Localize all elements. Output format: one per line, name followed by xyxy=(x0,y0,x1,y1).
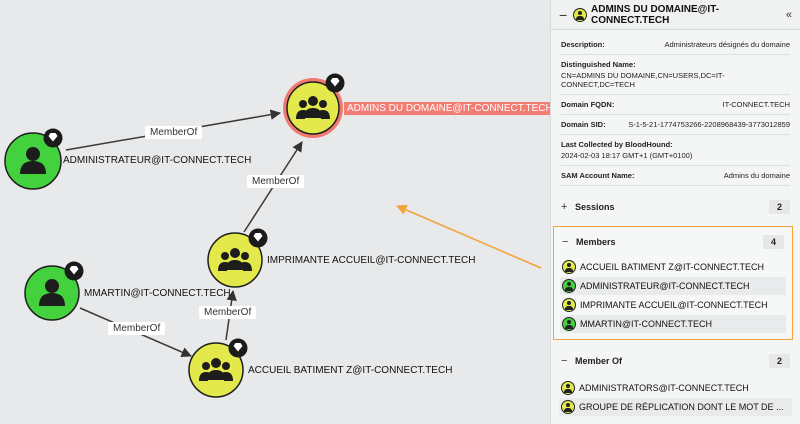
edge-label-memberof: MemberOf xyxy=(199,306,257,319)
prop-value: CN=ADMINS DU DOMAINE,CN=USERS,DC=IT-CONN… xyxy=(561,71,725,89)
list-item-label: IMPRIMANTE ACCUEIL@IT-CONNECT.TECH xyxy=(580,300,768,310)
expand-plus-icon[interactable]: + xyxy=(561,201,568,213)
prop-sam-account-name: SAM Account Name: Admins du domaine xyxy=(561,166,790,186)
edge-label-memberof: MemberOf xyxy=(145,126,203,139)
group-icon xyxy=(573,7,587,22)
node-label-admins: ADMINS DU DOMAINE@IT-CONNECT.TECH xyxy=(344,102,556,115)
members-section: − Members 4 ACCUEIL BATIMENT Z@IT-CONNEC… xyxy=(553,226,793,340)
group-icon xyxy=(561,381,575,395)
prop-value: IT-CONNECT.TECH xyxy=(722,100,791,109)
prop-key: Description: xyxy=(561,40,605,49)
list-item[interactable]: MMARTIN@IT-CONNECT.TECH xyxy=(560,315,786,333)
node-label-accueil: ACCUEIL BATIMENT Z@IT-CONNECT.TECH xyxy=(248,365,453,376)
list-item[interactable]: ADMINISTRATORS@IT-CONNECT.TECH xyxy=(559,379,792,397)
prop-description: Description: Administrateurs désignés du… xyxy=(561,30,790,55)
group-icon xyxy=(561,400,575,414)
user-icon xyxy=(562,279,576,293)
prop-value: 2024-02-03 18:17 GMT+1 (GMT+0100) xyxy=(561,151,693,160)
prop-key: SAM Account Name: xyxy=(561,171,635,180)
edge-label-memberof: MemberOf xyxy=(247,175,305,188)
section-sessions[interactable]: + Sessions 2 xyxy=(551,196,800,218)
properties-list: Description: Administrateurs désignés du… xyxy=(551,30,800,186)
collapse-minus-icon[interactable]: − xyxy=(559,6,568,23)
panel-title: ADMINS DU DOMAINE@IT-CONNECT.TECH xyxy=(591,3,720,26)
node-info-panel: − ADMINS DU DOMAINE@IT-CONNECT.TECH « De… xyxy=(550,0,800,424)
list-item-label: MMARTIN@IT-CONNECT.TECH xyxy=(580,319,712,329)
list-item[interactable]: IMPRIMANTE ACCUEIL@IT-CONNECT.TECH xyxy=(560,296,786,314)
list-item-label: ADMINISTRATORS@IT-CONNECT.TECH xyxy=(579,383,749,393)
prop-key: Last Collected by BloodHound: xyxy=(561,140,673,149)
list-item-label: GROUPE DE RÉPLICATION DONT LE MOT DE ... xyxy=(579,402,784,412)
prop-value: Admins du domaine xyxy=(723,171,790,180)
node-administrateur[interactable] xyxy=(4,128,63,190)
node-accueil-batiment-z[interactable] xyxy=(188,338,248,398)
prop-domain-sid: Domain SID: S-1-5-21-1774753266-22089684… xyxy=(561,115,790,135)
graph-svg xyxy=(4,73,542,398)
high-value-gem-icon xyxy=(64,261,84,281)
prop-domain-fqdn: Domain FQDN: IT-CONNECT.TECH xyxy=(561,95,790,115)
section-title: Members xyxy=(576,237,616,247)
prop-last-collected: Last Collected by BloodHound: 2024-02-03… xyxy=(561,135,790,166)
prop-value: Administrateurs désignés du domaine xyxy=(664,40,791,49)
collapse-minus-icon[interactable]: − xyxy=(562,236,569,248)
prop-key: Domain FQDN: xyxy=(561,100,615,109)
prop-distinguished-name: Distinguished Name: CN=ADMINS DU DOMAINE… xyxy=(561,55,790,95)
list-item-label: ADMINISTRATEUR@IT-CONNECT.TECH xyxy=(580,281,750,291)
list-item-label: ACCUEIL BATIMENT Z@IT-CONNECT.TECH xyxy=(580,262,764,272)
collapse-minus-icon[interactable]: − xyxy=(561,355,568,367)
prop-value: S-1-5-21-1774753266-2208968439-377301285… xyxy=(628,120,790,129)
group-icon xyxy=(562,260,576,274)
node-label-administrateur: ADMINISTRATEUR@IT-CONNECT.TECH xyxy=(63,155,252,166)
node-imprimante-accueil[interactable] xyxy=(207,228,268,288)
list-item[interactable]: ADMINISTRATEUR@IT-CONNECT.TECH xyxy=(560,277,786,295)
user-icon xyxy=(562,317,576,331)
section-member-of[interactable]: − Member Of 2 xyxy=(551,350,800,372)
prop-key: Distinguished Name: xyxy=(561,60,636,69)
section-title: Sessions xyxy=(575,202,615,212)
node-mmartin[interactable] xyxy=(24,261,84,321)
count-badge: 2 xyxy=(768,354,790,368)
node-admins-du-domaine[interactable] xyxy=(283,73,345,139)
prop-key: Domain SID: xyxy=(561,120,606,129)
count-badge: 4 xyxy=(762,235,784,249)
high-value-gem-icon xyxy=(248,228,268,248)
panel-header[interactable]: − ADMINS DU DOMAINE@IT-CONNECT.TECH « xyxy=(551,0,800,30)
annotation-arrow xyxy=(396,204,542,269)
list-item[interactable]: GROUPE DE RÉPLICATION DONT LE MOT DE ... xyxy=(559,398,792,416)
edge-label-memberof: MemberOf xyxy=(108,322,166,335)
double-chevron-up-icon[interactable]: « xyxy=(785,8,792,21)
section-members[interactable]: − Members 4 xyxy=(560,231,786,253)
high-value-gem-icon xyxy=(325,73,345,93)
list-item[interactable]: ACCUEIL BATIMENT Z@IT-CONNECT.TECH xyxy=(560,258,786,276)
count-badge: 2 xyxy=(768,200,790,214)
node-label-imprimante: IMPRIMANTE ACCUEIL@IT-CONNECT.TECH xyxy=(267,255,476,266)
group-icon xyxy=(562,298,576,312)
node-label-mmartin: MMARTIN@IT-CONNECT.TECH xyxy=(84,288,231,299)
high-value-gem-icon xyxy=(43,128,63,148)
high-value-gem-icon xyxy=(228,338,248,358)
section-title: Member Of xyxy=(575,356,623,366)
graph-canvas[interactable]: ADMINS DU DOMAINE@IT-CONNECT.TECH ADMINI… xyxy=(0,0,556,424)
